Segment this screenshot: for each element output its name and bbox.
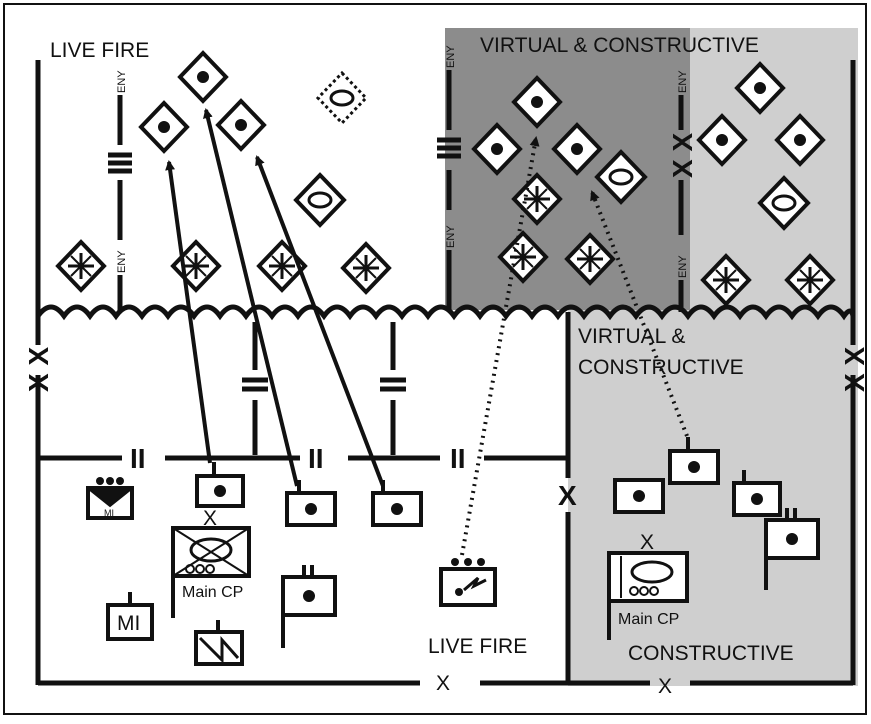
echelon-division-right: X X — [839, 347, 870, 392]
dotted-arrow-2 — [590, 190, 689, 437]
label-constructive: CONSTRUCTIVE — [628, 642, 794, 665]
enemy-unit-8 — [696, 113, 748, 167]
echelon-brigade-bottom-1: X — [436, 672, 450, 695]
echelon-division-left: X X — [23, 347, 54, 392]
enemy-cross-4 — [340, 241, 392, 295]
enemy-armor-dotted — [315, 70, 369, 126]
friendly-unit-8 — [281, 565, 337, 648]
eny-label-6: ENY — [677, 255, 689, 278]
enemy-unit-1 — [177, 50, 229, 104]
mi-small-label: MI — [104, 508, 114, 518]
dotted-arrows — [460, 136, 689, 556]
friendly-unit-5 — [613, 478, 665, 514]
enemy-armor-1 — [293, 172, 347, 228]
enemy-cross-5 — [511, 172, 563, 226]
mi-unit-triangle — [86, 477, 134, 520]
enemy-unit-6 — [551, 122, 603, 176]
scalloped-line — [35, 304, 856, 321]
solid-arrows — [165, 108, 385, 487]
enemy-unit-7 — [734, 61, 786, 115]
enemy-cross-6 — [497, 230, 549, 284]
friendly-unit-2 — [285, 480, 337, 527]
enemy-unit-5 — [471, 122, 523, 176]
echelon-division-right-top: X X — [667, 133, 698, 178]
eny-label-3: ENY — [445, 45, 457, 68]
enemy-units-armor — [293, 70, 811, 231]
echelon-battalion-1: II — [130, 443, 146, 474]
arrow-3 — [255, 155, 385, 487]
label-virtual-constructive-top: VIRTUAL & CONSTRUCTIVE — [480, 34, 759, 57]
dotted-arrow-1 — [460, 136, 540, 556]
enemy-units-dot — [138, 50, 826, 176]
label-virtual-constructive-mid-1: VIRTUAL & — [578, 325, 685, 348]
main-cp-left — [171, 526, 251, 618]
friendly-unit-4 — [668, 437, 720, 485]
mi-box-label: MI — [117, 612, 140, 635]
eny-boundary-left — [108, 95, 132, 312]
eny-label-2: ENY — [116, 250, 128, 273]
enemy-unit-9 — [774, 113, 826, 167]
enemy-cross-9 — [784, 253, 836, 307]
echelon-battalion-3: II — [450, 443, 466, 474]
label-virtual-constructive-mid-2: CONSTRUCTIVE — [578, 356, 744, 379]
enemy-unit-4 — [511, 75, 563, 129]
eny-label-4: ENY — [445, 225, 457, 248]
artillery-unit — [439, 558, 497, 607]
enemy-cross-1 — [55, 239, 107, 293]
company-boundaries — [242, 322, 406, 455]
enemy-unit-2 — [138, 100, 190, 154]
echelon-brigade-cp-left: X — [203, 507, 217, 530]
boundary-lines — [35, 60, 856, 686]
virtual-region-dark — [445, 28, 690, 310]
enemy-unit-3 — [215, 98, 267, 152]
arrow-1 — [165, 160, 212, 464]
mi-box-unit — [106, 592, 154, 641]
main-cp-left-label: Main CP — [182, 584, 243, 601]
echelon-brigade-cp-right: X — [640, 531, 654, 554]
echelon-battalion-2: II — [308, 443, 324, 474]
signal-unit — [194, 620, 244, 666]
label-live-fire-bottom: LIVE FIRE — [428, 635, 527, 658]
eny-label-1: ENY — [116, 70, 128, 93]
echelon-brigade-mid: X — [558, 480, 577, 511]
enemy-units-cross — [55, 172, 836, 307]
eny-boundary-mid — [437, 70, 461, 310]
eny-label-5: ENY — [677, 70, 689, 93]
main-cp-right-label: Main CP — [618, 611, 679, 628]
enemy-armor-3 — [757, 175, 811, 231]
friendly-unit-1 — [195, 462, 245, 508]
echelon-brigade-bottom-2: X — [658, 675, 672, 698]
label-live-fire-top: LIVE FIRE — [50, 39, 149, 62]
friendly-unit-6 — [732, 470, 782, 517]
friendly-units — [195, 437, 820, 648]
arrow-2 — [203, 108, 299, 487]
enemy-cross-7 — [564, 232, 616, 286]
main-cp-right — [607, 551, 689, 640]
friendly-unit-7 — [764, 508, 820, 590]
enemy-cross-8 — [700, 253, 752, 307]
enemy-armor-2 — [594, 149, 648, 205]
